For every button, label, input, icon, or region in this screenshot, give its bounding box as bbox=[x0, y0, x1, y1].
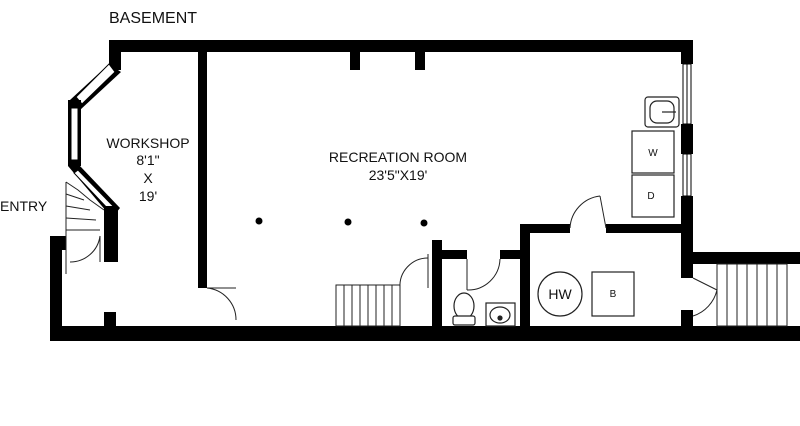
toilet-icon bbox=[452, 292, 476, 326]
door-swings bbox=[69, 195, 718, 321]
dryer-label: D bbox=[647, 191, 654, 202]
laundry-sink-icon bbox=[644, 96, 680, 128]
interior-walls bbox=[104, 52, 693, 328]
entry-label: ENTRY bbox=[0, 198, 48, 214]
floor-title: BASEMENT bbox=[109, 10, 197, 27]
boiler-label: B bbox=[610, 289, 617, 300]
boiler-icon: B bbox=[591, 271, 635, 317]
washer-icon: W bbox=[631, 130, 675, 174]
water-heater-icon: HW bbox=[537, 271, 583, 317]
workshop-label: WORKSHOP 8'1" X 19' bbox=[106, 135, 189, 204]
right-windows bbox=[682, 63, 692, 197]
exterior-walls bbox=[50, 40, 800, 341]
exterior-stairs bbox=[716, 263, 788, 327]
main-stairs bbox=[335, 284, 401, 327]
recreation-room-dimensions: 23'5"X19' bbox=[369, 167, 428, 183]
workshop-name: WORKSHOP bbox=[106, 135, 189, 151]
support-posts bbox=[255, 217, 428, 227]
recreation-room-name: RECREATION ROOM bbox=[329, 149, 467, 165]
workshop-length: 19' bbox=[139, 188, 157, 204]
workshop-width: 8'1" bbox=[136, 152, 159, 168]
bath-sink-icon bbox=[485, 302, 516, 327]
dryer-icon: D bbox=[631, 174, 675, 218]
bay-windows bbox=[50, 63, 121, 262]
water-heater-label: HW bbox=[548, 286, 572, 302]
washer-label: W bbox=[648, 148, 658, 159]
workshop-times: X bbox=[143, 170, 153, 186]
recreation-room-label: RECREATION ROOM 23'5"X19' bbox=[329, 149, 467, 183]
entry-stairs bbox=[65, 181, 105, 274]
